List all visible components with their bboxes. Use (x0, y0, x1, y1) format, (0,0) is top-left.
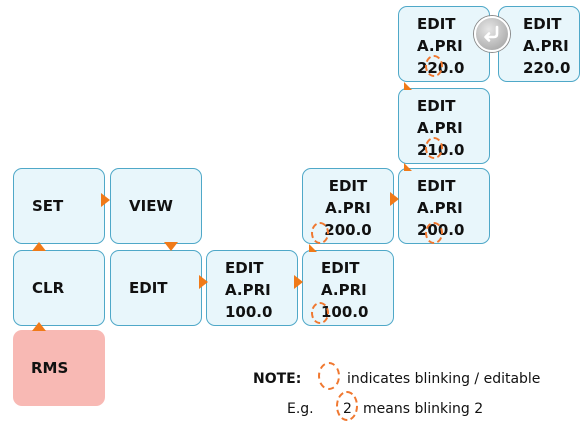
arrow-rms-to-clr (32, 322, 46, 331)
note-label: NOTE: (253, 371, 302, 387)
parameter-label: A.PRI (417, 37, 463, 55)
blinking-digit-marker (311, 222, 329, 244)
blinking-digit-marker (311, 302, 329, 324)
parameter-label: A.PRI (417, 199, 463, 217)
edit-label: EDIT (129, 279, 168, 297)
blinking-digit-marker (425, 55, 443, 77)
edit-apri-200-box-2: EDIT A.PRI 200.0 (398, 168, 490, 244)
arrow-clr-to-set (32, 242, 46, 251)
blinking-digit-marker (425, 222, 443, 244)
set-label: SET (32, 197, 64, 215)
view-label: VIEW (129, 197, 173, 215)
edit-apri-220-box-2: EDIT A.PRI 220.0 (498, 6, 580, 82)
clr-label: CLR (32, 279, 65, 297)
edit-label: EDIT (523, 15, 562, 33)
arrow-edit-210-to-edit-220 (404, 82, 412, 90)
parameter-label: A.PRI (325, 199, 371, 217)
view-box: VIEW (110, 168, 202, 244)
arrow-edit-200-to-edit-210 (404, 163, 412, 171)
parameter-label: A.PRI (321, 281, 367, 299)
blinking-digit-marker (336, 391, 358, 421)
edit-label: EDIT (417, 97, 456, 115)
note-text: indicates blinking / editable (347, 371, 541, 387)
arrow-edit-100-to-edit-100 (294, 275, 303, 289)
rms-box: RMS (13, 330, 105, 406)
value-label: 100.0 (225, 303, 273, 321)
note-example-suffix: means blinking 2 (363, 401, 484, 417)
edit-apri-100-box-1: EDIT A.PRI 100.0 (206, 250, 298, 326)
parameter-label: A.PRI (523, 37, 569, 55)
edit-box: EDIT (110, 250, 202, 326)
blinking-digit-marker (425, 137, 443, 159)
enter-key-icon (474, 16, 510, 52)
value-label: 100.0 (321, 303, 369, 321)
parameter-label: A.PRI (225, 281, 271, 299)
clr-box: CLR (13, 250, 105, 326)
arrow-view-to-edit (164, 242, 178, 251)
edit-apri-210-box: EDIT A.PRI 210.0 (398, 88, 490, 164)
value-label: 220.0 (523, 59, 571, 77)
note-example-prefix: E.g. (287, 401, 314, 417)
note-example-digit: 2 (343, 401, 352, 417)
value-label: 200.0 (324, 221, 372, 239)
note-line: NOTE: (253, 371, 301, 387)
set-box: SET (13, 168, 105, 244)
arrow-edit-200-to-edit-200 (390, 192, 399, 206)
blinking-digit-marker (318, 362, 340, 390)
arrow-edit-to-edit-100 (199, 275, 208, 289)
edit-label: EDIT (321, 259, 360, 277)
edit-label: EDIT (417, 15, 456, 33)
edit-label: EDIT (328, 177, 368, 195)
edit-label: EDIT (225, 259, 264, 277)
arrow-edit-100-to-edit-200 (309, 244, 317, 252)
parameter-label: A.PRI (417, 119, 463, 137)
rms-label: RMS (31, 359, 69, 377)
edit-label: EDIT (417, 177, 456, 195)
arrow-set-to-view (101, 193, 110, 207)
